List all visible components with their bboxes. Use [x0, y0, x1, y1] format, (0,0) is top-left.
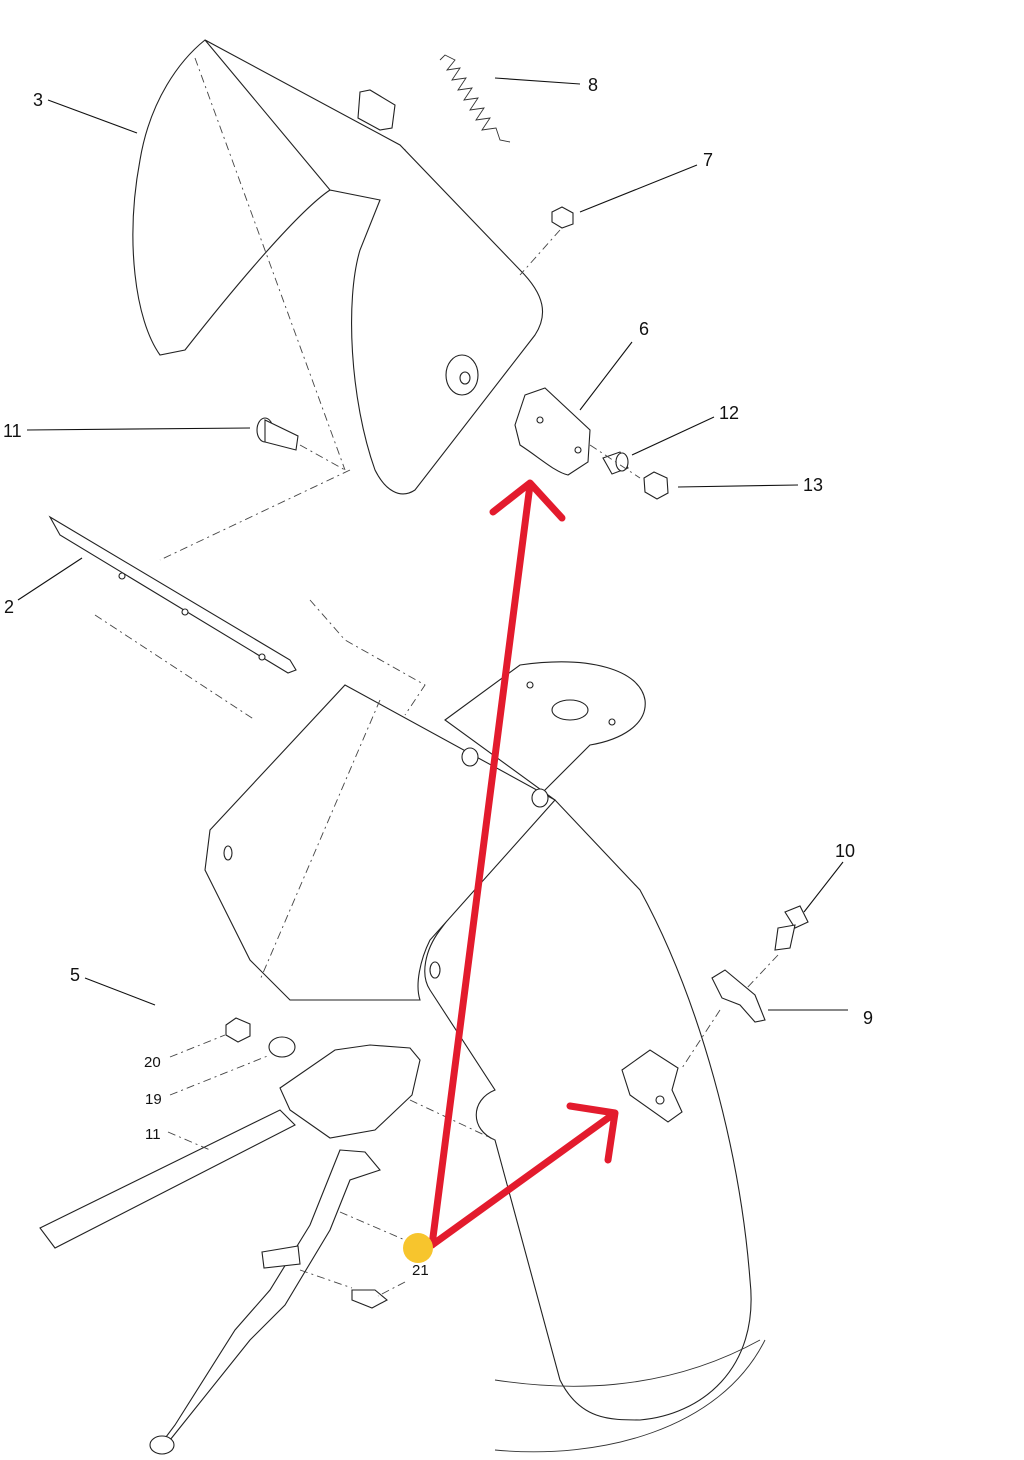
callout-12: 12	[719, 403, 739, 423]
control-assembly	[39, 1017, 496, 1455]
callout-9: 9	[863, 1008, 873, 1028]
callout-10: 10	[835, 841, 855, 861]
annotation-arrows	[428, 479, 619, 1249]
callout-19: 19	[145, 1091, 162, 1108]
bracket-part-6	[514, 387, 591, 476]
bracket-on-chute	[621, 1009, 721, 1123]
callout-3: 3	[33, 90, 43, 110]
callout-21: 21	[412, 1262, 429, 1279]
deflector-part-3	[94, 39, 543, 721]
marker-dot	[403, 1233, 433, 1263]
nut-part-13	[589, 444, 669, 500]
callout-8: 8	[588, 75, 598, 95]
chute-assembly	[204, 599, 766, 1453]
nut-part-7	[519, 206, 574, 276]
callout-20: 20	[144, 1054, 161, 1071]
arrow-to-chute-bracket	[428, 1102, 619, 1249]
callout-5: 5	[70, 965, 80, 985]
callout-7: 7	[703, 150, 713, 170]
pin-part-11	[256, 417, 346, 471]
spacer-part-12	[602, 451, 629, 475]
clip-part-9	[711, 969, 766, 1023]
spring-part-8	[439, 54, 511, 143]
callout-6: 6	[639, 319, 649, 339]
bolt-part-10	[744, 905, 809, 991]
arrow-to-bracket-6	[428, 479, 566, 1249]
callout-2: 2	[4, 597, 14, 617]
plate-part-2	[48, 515, 297, 674]
callout-11-bottom: 11	[145, 1126, 161, 1143]
callout-13: 13	[803, 475, 823, 495]
callout-11-top: 11	[3, 421, 22, 441]
callout-leaders	[17, 77, 848, 1297]
